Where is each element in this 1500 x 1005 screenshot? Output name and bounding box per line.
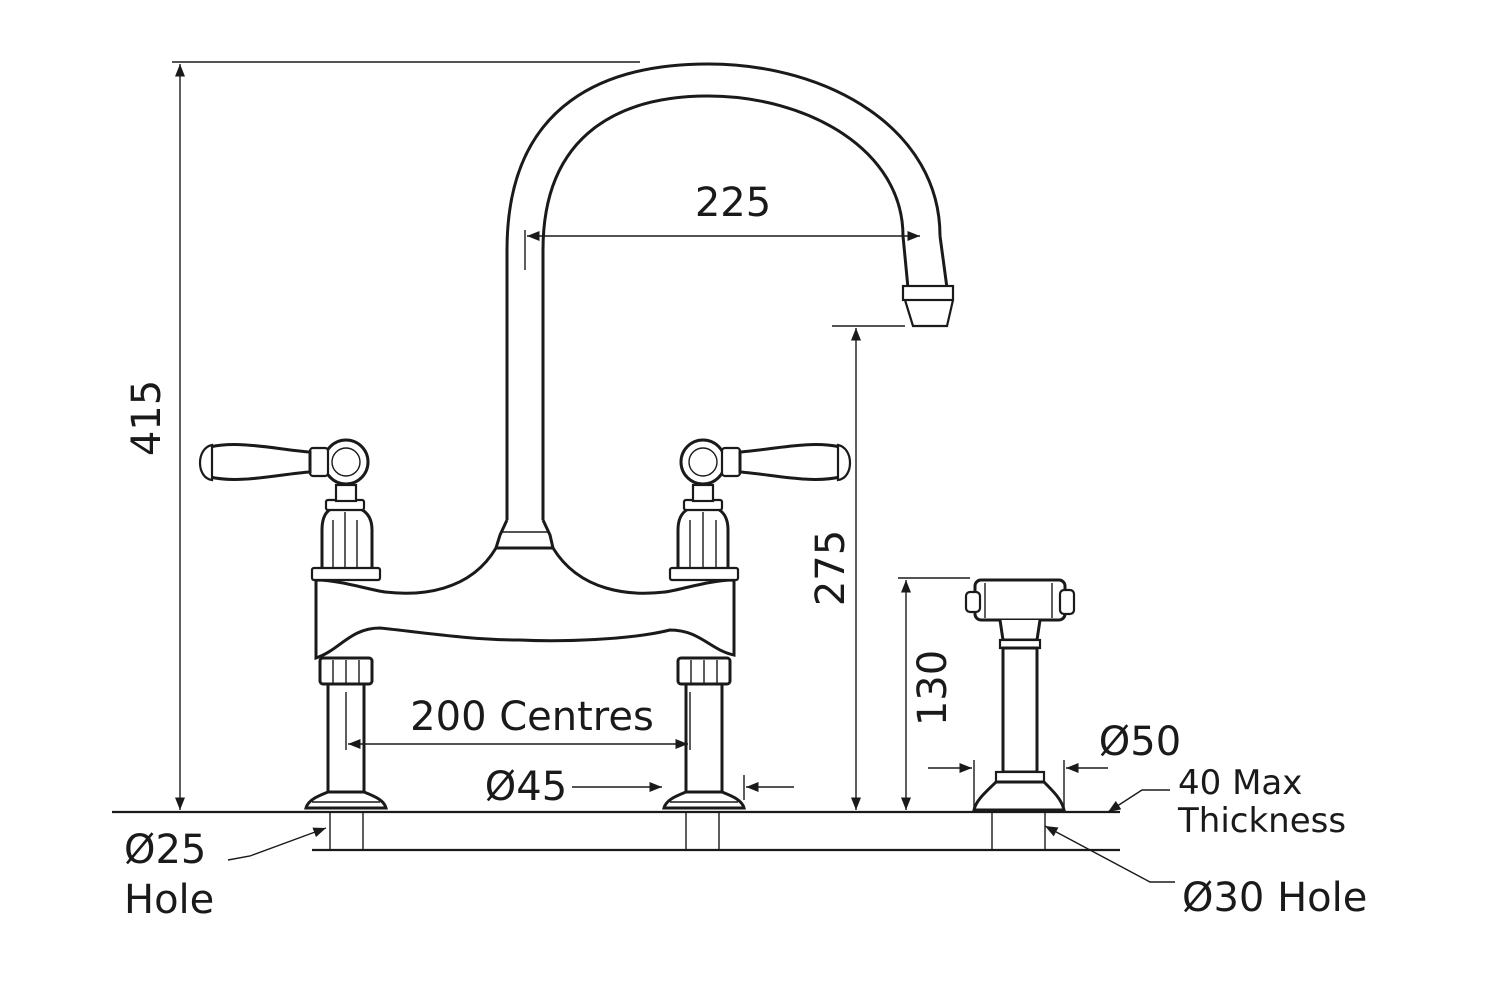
label-overall-height: 415 [124, 380, 170, 456]
dim-centres [345, 692, 691, 750]
dim-spout-height [832, 325, 905, 810]
dim-overall-height [172, 61, 640, 810]
bridge-body [314, 546, 736, 661]
leader-lines [227, 789, 1175, 883]
label-spray-height: 130 [910, 650, 956, 726]
side-spray [964, 578, 1076, 812]
right-valve [668, 438, 852, 582]
label-right-hole: Ø30 Hole [1182, 875, 1367, 921]
label-base-dia: Ø45 [485, 764, 567, 810]
label-centres: 200 Centres [410, 694, 654, 740]
dim-spray-base-dia [928, 760, 1108, 810]
label-left-hole-2: Hole [124, 877, 214, 923]
right-leg [662, 656, 746, 810]
left-valve [198, 438, 382, 582]
dim-spout-reach [524, 230, 920, 270]
worktop [112, 810, 1120, 852]
label-spout-reach: 225 [695, 180, 771, 226]
label-thickness-1: 40 Max [1178, 763, 1302, 803]
spout [493, 62, 955, 550]
label-thickness-2: Thickness [1177, 801, 1346, 841]
label-spout-height: 275 [808, 530, 854, 606]
label-spray-base-dia: Ø50 [1099, 719, 1181, 765]
label-left-hole-1: Ø25 [124, 827, 206, 873]
dim-spray-height [898, 577, 970, 810]
dim-base-dia [572, 775, 794, 800]
